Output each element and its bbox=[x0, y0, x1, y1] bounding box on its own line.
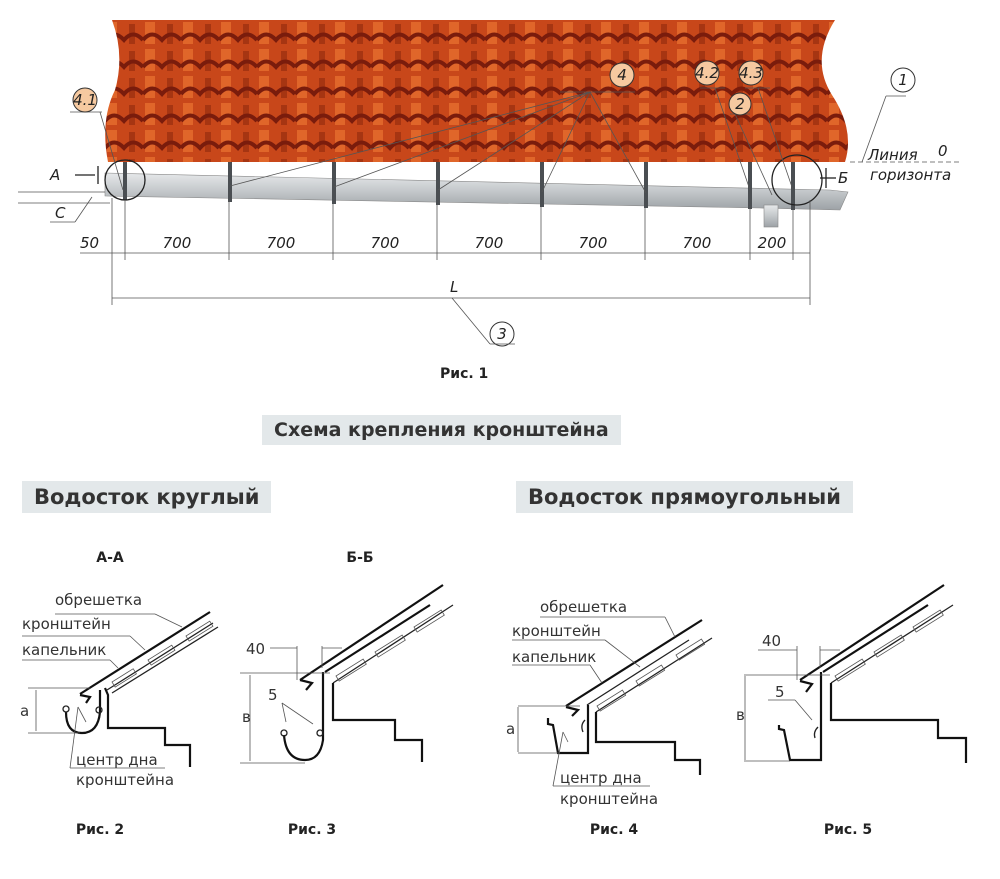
svg-text:2: 2 bbox=[735, 95, 745, 113]
svg-text:4: 4 bbox=[617, 66, 627, 84]
label-bottom-center-2: кронштейна bbox=[76, 771, 174, 789]
figure-4: обрешетка кронштейн капельник а центр дн… bbox=[506, 598, 713, 838]
dim-b: в bbox=[736, 706, 745, 724]
figure-3: Б-Б 40 в 5 Рис. 3 bbox=[240, 550, 454, 838]
figure-3-caption: Рис. 3 bbox=[288, 822, 336, 838]
label-battens: обрешетка bbox=[55, 591, 142, 609]
dim-700: 700 bbox=[475, 234, 504, 252]
dim-700: 700 bbox=[371, 234, 400, 252]
label-drip-edge: капельник bbox=[22, 641, 106, 659]
label-bracket: кронштейн bbox=[22, 615, 111, 633]
horizon-line-label-2: горизонта bbox=[870, 166, 951, 184]
callout-4-2: 4.2 bbox=[694, 60, 720, 86]
dim-200: 200 bbox=[758, 234, 787, 252]
callout-1: 1 bbox=[890, 67, 916, 93]
label-battens: обрешетка bbox=[540, 598, 627, 616]
section-b-b-title: Б-Б bbox=[346, 550, 373, 566]
dim-700: 700 bbox=[683, 234, 712, 252]
callout-3: 3 bbox=[489, 321, 515, 347]
svg-text:1: 1 bbox=[898, 71, 908, 89]
detail-circle-b bbox=[771, 154, 823, 206]
label-bottom-center: центр дна bbox=[76, 751, 158, 769]
dim-700: 700 bbox=[267, 234, 296, 252]
slope-c-label: С bbox=[55, 204, 66, 222]
rect-gutter-title: Водосток прямоугольный bbox=[516, 481, 854, 513]
dim-40: 40 bbox=[762, 632, 781, 650]
dim-b: в bbox=[242, 708, 251, 726]
callout-4-1: 4.1 bbox=[72, 87, 98, 113]
figure-1: 4.1 4 4.2 4.3 2 1 3 Линия 0 горизонта А … bbox=[18, 20, 960, 382]
horizon-zero: 0 bbox=[938, 142, 948, 160]
dim-a: а bbox=[20, 702, 29, 720]
svg-text:3: 3 bbox=[497, 325, 507, 343]
dim-700: 700 bbox=[163, 234, 192, 252]
dim-700: 700 bbox=[579, 234, 608, 252]
figure-4-caption: Рис. 4 bbox=[590, 822, 639, 838]
downpipe bbox=[763, 204, 779, 228]
gutter bbox=[104, 172, 849, 211]
label-bottom-center-2: кронштейна bbox=[560, 790, 658, 808]
dim-5: 5 bbox=[775, 683, 785, 701]
length-label: L bbox=[450, 278, 458, 296]
svg-text:4.2: 4.2 bbox=[695, 64, 719, 82]
round-gutter-title: Водосток круглый bbox=[22, 481, 272, 513]
brackets bbox=[123, 162, 795, 210]
figure-2: А-А обрешетка кронштейн капельник а цент… bbox=[20, 550, 219, 838]
roof-tiles bbox=[105, 20, 849, 162]
svg-text:4.1: 4.1 bbox=[73, 91, 97, 109]
callout-4-3: 4.3 bbox=[738, 60, 764, 86]
section-a-a-title: А-А bbox=[96, 550, 124, 566]
section-b-mark: Б bbox=[838, 169, 848, 187]
dim-50: 50 bbox=[80, 234, 99, 252]
callout-2: 2 bbox=[728, 92, 752, 116]
section-a-mark: А bbox=[49, 166, 60, 184]
callout-4: 4 bbox=[609, 62, 635, 88]
label-drip-edge: капельник bbox=[512, 648, 596, 666]
label-bottom-center: центр дна bbox=[560, 769, 642, 787]
figure-5: 40 в 5 Рис. 5 bbox=[736, 584, 968, 838]
section-title: Схема крепления кронштейна bbox=[262, 415, 621, 445]
dim-40: 40 bbox=[246, 640, 265, 658]
label-bracket: кронштейн bbox=[512, 622, 601, 640]
svg-text:4.3: 4.3 bbox=[739, 64, 763, 82]
dim-a: а bbox=[506, 720, 515, 738]
figure-2-caption: Рис. 2 bbox=[76, 822, 124, 838]
dim-5: 5 bbox=[268, 686, 278, 704]
figure-1-caption: Рис. 1 bbox=[440, 366, 488, 382]
horizon-line-label: Линия bbox=[867, 146, 918, 164]
figure-5-caption: Рис. 5 bbox=[824, 822, 872, 838]
